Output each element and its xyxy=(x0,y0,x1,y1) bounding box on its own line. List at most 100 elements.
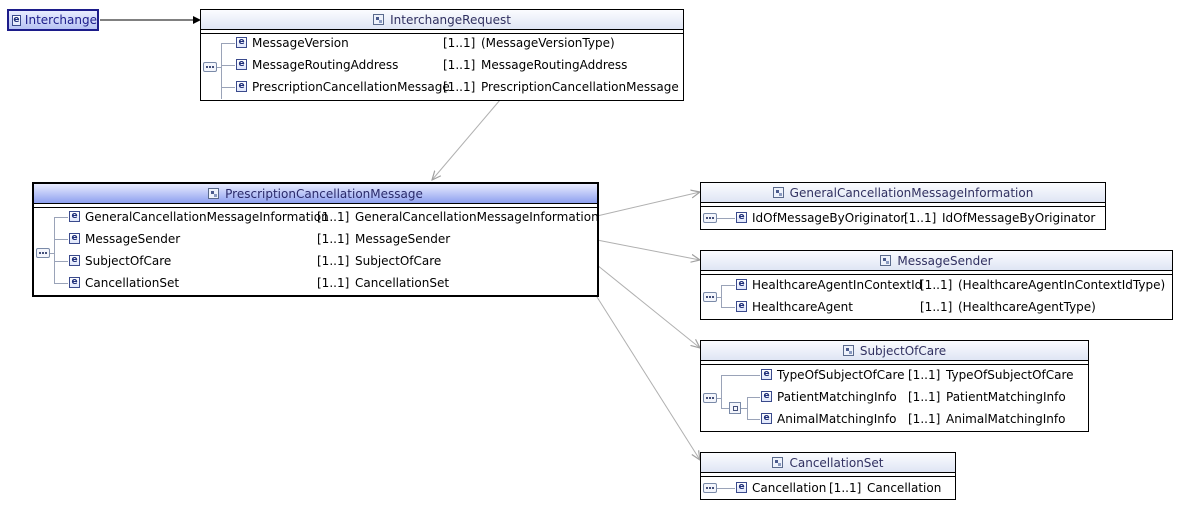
element-name: MessageRoutingAddress xyxy=(252,58,399,72)
element-icon: e xyxy=(761,391,772,402)
element-multiplicity: [1..1] xyxy=(443,80,476,94)
element-type: (HealthcareAgentInContextIdType) xyxy=(958,278,1166,292)
element-row-prescription-cancellation-message[interactable]: e PrescriptionCancellationMessage [1..1]… xyxy=(201,76,683,98)
tree-connector xyxy=(54,217,55,283)
interchange-request-box[interactable]: InterchangeRequest e MessageVersion [1..… xyxy=(200,9,684,101)
header-separator xyxy=(34,204,597,208)
element-icon: e xyxy=(69,233,80,244)
header-separator xyxy=(701,361,1088,365)
tree-connector xyxy=(741,408,747,409)
element-row-message-sender[interactable]: e MessageSender [1..1] MessageSender xyxy=(34,228,597,250)
complex-type-icon xyxy=(772,187,784,198)
element-name: MessageVersion xyxy=(252,36,349,50)
element-icon: e xyxy=(736,279,747,290)
element-name: HealthcareAgent xyxy=(752,300,853,314)
element-name: AnimalMatchingInfo xyxy=(777,412,897,426)
element-row-type-of-subject-of-care[interactable]: e TypeOfSubjectOfCare [1..1] TypeOfSubje… xyxy=(701,364,1088,386)
tree-connector xyxy=(747,397,760,398)
message-sender-header: MessageSender xyxy=(701,251,1172,271)
element-name: CancellationSet xyxy=(85,276,180,290)
element-icon: e xyxy=(69,277,80,288)
element-row-patient-matching-info[interactable]: e PatientMatchingInfo [1..1] PatientMatc… xyxy=(701,386,1088,408)
link-pcm-to-subject xyxy=(596,264,700,348)
cancellation-set-box[interactable]: CancellationSet e Cancellation [1..1] Ca… xyxy=(700,452,956,500)
interchange-request-header: InterchangeRequest xyxy=(201,10,683,30)
tree-connector xyxy=(747,419,760,420)
tree-connector xyxy=(747,397,748,419)
element-multiplicity: [1..1] xyxy=(317,276,350,290)
element-icon: e xyxy=(12,14,21,26)
tree-connector xyxy=(221,65,235,66)
element-multiplicity: [1..1] xyxy=(317,210,350,224)
tree-connector xyxy=(717,297,721,298)
sequence-icon xyxy=(703,213,717,223)
element-row-message-version[interactable]: e MessageVersion [1..1] (MessageVersionT… xyxy=(201,32,683,54)
element-type: CancellationSet xyxy=(355,276,450,290)
element-multiplicity: [1..1] xyxy=(908,390,941,404)
general-cancellation-message-information-box[interactable]: GeneralCancellationMessageInformation e … xyxy=(700,182,1106,230)
sequence-icon xyxy=(203,62,217,72)
element-type: AnimalMatchingInfo xyxy=(946,412,1066,426)
tree-connector xyxy=(54,217,68,218)
element-multiplicity: [1..1] xyxy=(443,58,476,72)
element-row-healthcare-agent-in-context-id[interactable]: e HealthcareAgentInContextId [1..1] (Hea… xyxy=(701,274,1172,296)
element-row-cancellation-set[interactable]: e CancellationSet [1..1] CancellationSet xyxy=(34,272,597,294)
element-name: Cancellation xyxy=(752,481,827,495)
element-multiplicity: [1..1] xyxy=(904,211,937,225)
tree-connector xyxy=(54,239,68,240)
complex-type-icon xyxy=(772,457,784,468)
element-multiplicity: [1..1] xyxy=(908,368,941,382)
element-name: PatientMatchingInfo xyxy=(777,390,897,404)
link-pcm-to-cancellationset xyxy=(596,296,700,460)
complex-type-icon xyxy=(373,14,385,25)
element-icon: e xyxy=(69,255,80,266)
element-name: GeneralCancellationMessageInformation xyxy=(85,210,329,224)
message-sender-title: MessageSender xyxy=(897,253,993,268)
element-multiplicity: [1..1] xyxy=(920,278,953,292)
tree-connector xyxy=(721,285,735,286)
element-multiplicity: [1..1] xyxy=(317,232,350,246)
prescription-cancellation-message-box[interactable]: PrescriptionCancellationMessage e Genera… xyxy=(32,182,599,297)
prescription-cancellation-message-header: PrescriptionCancellationMessage xyxy=(34,184,597,204)
choice-icon xyxy=(729,402,741,414)
interchange-root-element[interactable]: e Interchange xyxy=(7,9,99,31)
cancellation-set-title: CancellationSet xyxy=(789,455,884,470)
element-multiplicity: [1..1] xyxy=(317,254,350,268)
interchange-request-title: InterchangeRequest xyxy=(390,12,511,27)
element-type: SubjectOfCare xyxy=(355,254,442,268)
tree-connector xyxy=(721,408,729,409)
element-row-general-cancellation-message-information[interactable]: e GeneralCancellationMessageInformation … xyxy=(34,206,599,228)
header-separator xyxy=(201,30,683,34)
message-sender-box[interactable]: MessageSender e HealthcareAgentInContext… xyxy=(700,250,1173,320)
element-row-message-routing-address[interactable]: e MessageRoutingAddress [1..1] MessageRo… xyxy=(201,54,683,76)
subject-of-care-title: SubjectOfCare xyxy=(859,343,947,358)
element-multiplicity: [1..1] xyxy=(829,481,862,495)
element-type: MessageRoutingAddress xyxy=(481,58,628,72)
element-row-animal-matching-info[interactable]: e AnimalMatchingInfo [1..1] AnimalMatchi… xyxy=(701,408,1088,430)
element-icon: e xyxy=(736,212,747,223)
link-pcm-to-gcmi xyxy=(596,192,700,217)
sequence-icon xyxy=(703,292,717,302)
header-separator xyxy=(701,203,1105,207)
element-icon: e xyxy=(236,37,247,48)
element-type: Cancellation xyxy=(867,481,942,495)
tree-connector xyxy=(721,375,722,408)
element-type: (HealthcareAgentType) xyxy=(958,300,1096,314)
element-name: IdOfMessageByOriginator xyxy=(752,211,906,225)
element-row-id-of-message-by-originator[interactable]: e IdOfMessageByOriginator [1..1] IdOfMes… xyxy=(701,207,1105,229)
element-icon: e xyxy=(69,211,80,222)
tree-connector xyxy=(50,253,54,254)
element-row-cancellation[interactable]: e Cancellation [1..1] Cancellation xyxy=(701,477,955,499)
element-type: (MessageVersionType) xyxy=(481,36,615,50)
element-row-subject-of-care[interactable]: e SubjectOfCare [1..1] SubjectOfCare xyxy=(34,250,597,272)
link-request-to-pcm xyxy=(432,99,501,180)
complex-type-icon xyxy=(842,345,854,356)
element-row-healthcare-agent[interactable]: e HealthcareAgent [1..1] (HealthcareAgen… xyxy=(701,296,1172,318)
subject-of-care-box[interactable]: SubjectOfCare e TypeOfSubjectOfCare [1..… xyxy=(700,340,1089,432)
tree-connector xyxy=(721,285,722,307)
header-separator xyxy=(701,271,1172,275)
tree-connector xyxy=(721,307,735,308)
tree-connector xyxy=(717,398,721,399)
tree-connector xyxy=(221,43,235,44)
element-type: TypeOfSubjectOfCare xyxy=(946,368,1074,382)
